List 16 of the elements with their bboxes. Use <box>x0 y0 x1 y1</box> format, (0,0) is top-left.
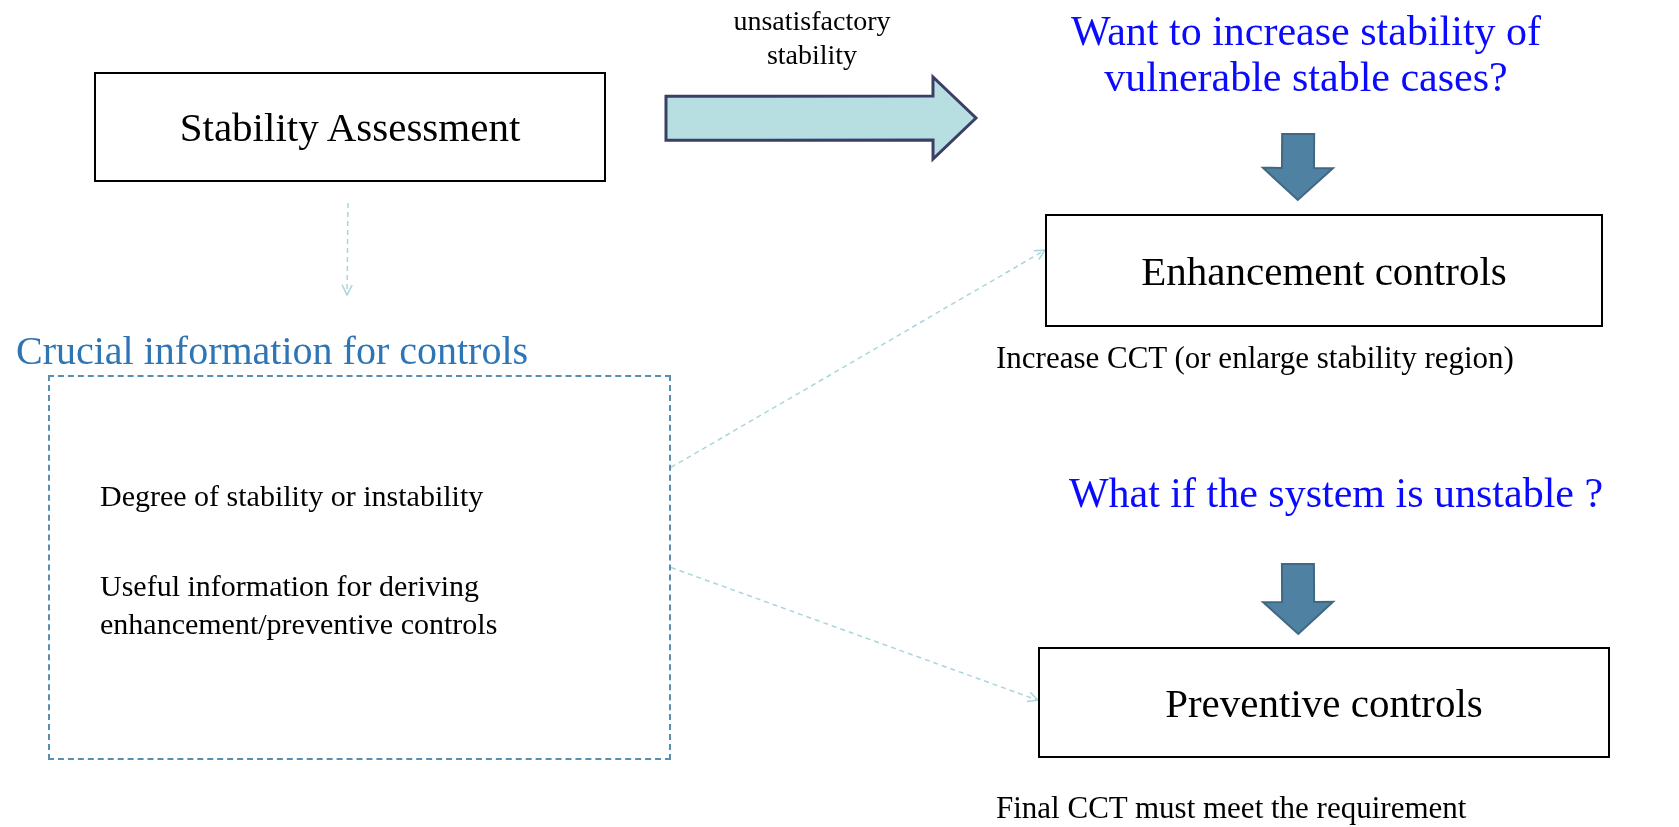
info-text: Degree of stability or instability <box>100 478 485 514</box>
note-text: Increase CCT (or enlarge stability region) <box>996 340 1514 376</box>
group-heading: Crucial information for controls <box>16 327 529 374</box>
block-arrow <box>1260 132 1336 202</box>
dashed-arrow <box>670 566 1039 703</box>
question-text: Want to increase stability of vulnerable stable cases? <box>1026 8 1586 133</box>
note-text: Final CCT must meet the requirement <box>996 790 1467 826</box>
question-text: What if the system is unstable ? <box>996 470 1676 530</box>
process-box: Preventive controls <box>1038 647 1610 758</box>
block-arrow <box>664 73 979 163</box>
info-text: Useful information for deriving enhancement/preventive controls <box>100 568 499 642</box>
block-arrow <box>1260 562 1336 636</box>
process-box: Stability Assessment <box>94 72 606 182</box>
dashed-arrow <box>670 249 1046 469</box>
process-box: Enhancement controls <box>1045 214 1603 327</box>
dashed-arrow <box>341 202 353 296</box>
